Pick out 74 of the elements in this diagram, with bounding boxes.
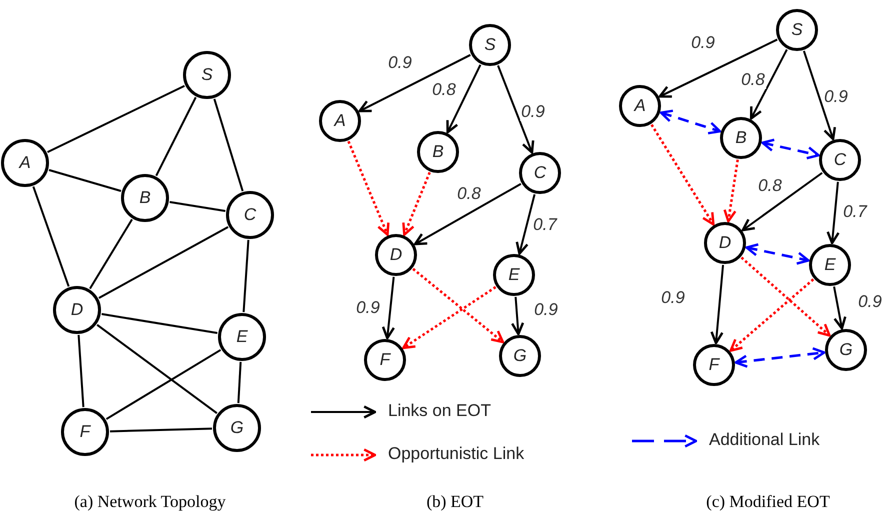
link-line <box>102 313 218 334</box>
arrow <box>516 194 536 255</box>
node-circle: F <box>364 339 406 381</box>
arrow <box>750 49 788 120</box>
arrow <box>412 268 504 344</box>
link-line <box>47 84 185 154</box>
node-circle: B <box>121 174 169 222</box>
node-circle: S <box>183 51 231 99</box>
link-line <box>48 169 122 192</box>
arrow <box>414 183 522 246</box>
arrow <box>658 38 778 98</box>
arrow <box>660 110 722 134</box>
link-line <box>242 240 250 312</box>
node-circle: G <box>213 404 261 452</box>
node-circle: D <box>375 234 417 276</box>
node-circle: D <box>704 222 746 264</box>
link-line <box>106 349 222 420</box>
arrow <box>734 347 826 368</box>
node-circle: S <box>776 9 818 51</box>
arrow <box>650 124 715 226</box>
node-circle: D <box>53 286 101 334</box>
link-line <box>89 218 133 290</box>
node-circle: G <box>825 329 867 371</box>
node-circle: A <box>319 100 361 142</box>
edge-label: 0.9 <box>520 103 546 121</box>
link-line <box>98 226 229 299</box>
node-circle: F <box>61 408 109 456</box>
arrow <box>710 264 724 344</box>
arrow <box>740 256 831 337</box>
arrow <box>497 65 534 154</box>
link-line <box>110 428 212 432</box>
node-circle: B <box>720 117 762 159</box>
arrow <box>761 138 820 160</box>
link-line <box>32 186 70 287</box>
link-line <box>96 324 218 414</box>
arrow <box>358 54 471 112</box>
arrow <box>347 140 390 236</box>
node-circle: E <box>218 313 266 361</box>
node-circle: A <box>1 139 49 187</box>
arrow <box>402 286 496 350</box>
link-line <box>213 98 244 192</box>
panel-caption: (a) Network Topology <box>74 492 226 512</box>
arrow <box>723 160 739 222</box>
edge-label: 0.8 <box>740 71 766 89</box>
legend-label: Additional Link <box>709 430 820 450</box>
node-circle: A <box>619 85 661 127</box>
node-circle: F <box>693 344 735 386</box>
node-circle: E <box>493 254 535 296</box>
arrow <box>826 182 840 244</box>
arrow <box>745 243 810 265</box>
legend-label: Opportunistic Link <box>388 444 524 464</box>
link-line <box>170 201 226 212</box>
arrow <box>833 286 846 330</box>
panel-caption: (c) Modified EOT <box>706 492 830 512</box>
panel-caption: (b) EOT <box>426 492 484 512</box>
node-circle: G <box>499 335 541 377</box>
arrow <box>382 276 395 340</box>
edge-label: 0.9 <box>823 88 849 106</box>
node-circle: C <box>519 152 561 194</box>
arrow <box>729 278 814 352</box>
arrow <box>402 172 431 236</box>
arrow <box>446 64 482 134</box>
link-line <box>78 334 84 408</box>
node-circle: B <box>417 131 459 173</box>
legend-label: Links on EOT <box>388 401 491 421</box>
arrow <box>742 172 823 232</box>
link-line <box>237 362 242 404</box>
node-circle: E <box>809 244 851 286</box>
link-line <box>155 96 197 176</box>
arrow <box>510 296 524 336</box>
node-circle: C <box>226 191 274 239</box>
arrow <box>802 50 836 140</box>
node-circle: C <box>819 139 861 181</box>
node-circle: S <box>469 24 511 66</box>
